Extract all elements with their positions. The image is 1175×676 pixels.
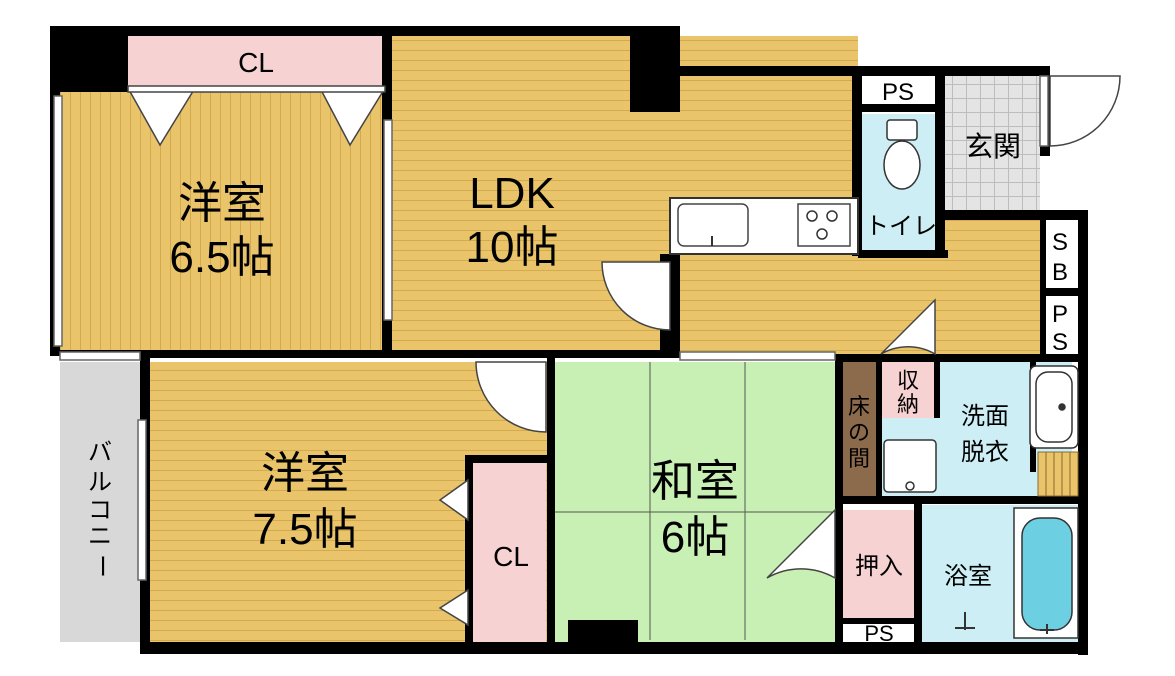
sb-label-2: B	[1052, 259, 1068, 286]
alcove-label-3: 間	[848, 446, 870, 471]
storage-label-2: 納	[897, 392, 919, 417]
balcony-floor	[60, 362, 140, 642]
balcony-char-2: ル	[88, 469, 112, 496]
balcony-char-3: コ	[88, 497, 112, 524]
closet-top-fill	[125, 36, 385, 88]
windows	[53, 75, 1049, 581]
balcony-char-5: ー	[88, 554, 115, 578]
western-room-b-name: 洋室	[261, 449, 349, 498]
japanese-room-floor	[555, 362, 835, 642]
wash-basin	[1029, 365, 1079, 449]
bath-label: 浴室	[944, 563, 992, 590]
closet-side-fill	[470, 462, 546, 642]
closet-top-label: CL	[238, 47, 274, 78]
storage-fill	[882, 362, 934, 418]
washroom-label-1: 洗面	[961, 403, 1009, 430]
toilet-fixture	[883, 119, 921, 190]
closet-doors-side	[438, 478, 469, 627]
ldk-size: 10帖	[466, 223, 559, 272]
toilet-label: トイレ	[865, 213, 937, 240]
tatami-lines	[555, 362, 835, 640]
oshiire-label: 押入	[855, 553, 903, 580]
closet-side-label: CL	[493, 541, 529, 572]
western-room-b-size: 7.5帖	[252, 505, 357, 554]
door-swings	[475, 75, 1121, 580]
alcove-fill	[842, 362, 876, 496]
genkan-floor	[945, 74, 1040, 214]
balcony-char-1: バ	[88, 439, 112, 466]
oshiire-fill	[843, 510, 916, 620]
balcony-label: バ ル コ ニ ー	[88, 439, 115, 578]
ps-top-label: PS	[882, 79, 914, 106]
washroom-label-2: 脱衣	[961, 439, 1009, 466]
bathtub	[955, 507, 1079, 639]
western-room-a-size: 6.5帖	[169, 233, 274, 282]
western-room-a-name: 洋室	[178, 179, 266, 228]
genkan-label: 玄関	[965, 131, 1021, 162]
bath-step	[1037, 451, 1079, 497]
ldk-name: LDK	[469, 169, 555, 218]
ps-right-label-2: S	[1052, 329, 1068, 356]
japanese-room-size: 6帖	[661, 513, 729, 562]
closet-doors-top	[126, 85, 387, 147]
ps-right-label-1: P	[1052, 301, 1068, 328]
kitchen-counter	[669, 197, 859, 255]
balcony-char-4: ニ	[88, 523, 112, 550]
western-room-a-floor	[60, 92, 388, 354]
sb-label-1: S	[1052, 229, 1068, 256]
japanese-room-name: 和室	[651, 457, 739, 506]
alcove-label-1: 床	[848, 394, 870, 419]
storage-label-1: 収	[897, 368, 919, 393]
ps-bottom-label: PS	[864, 621, 893, 646]
washing-machine-pan	[883, 439, 937, 493]
alcove-label-2: の	[848, 420, 870, 445]
